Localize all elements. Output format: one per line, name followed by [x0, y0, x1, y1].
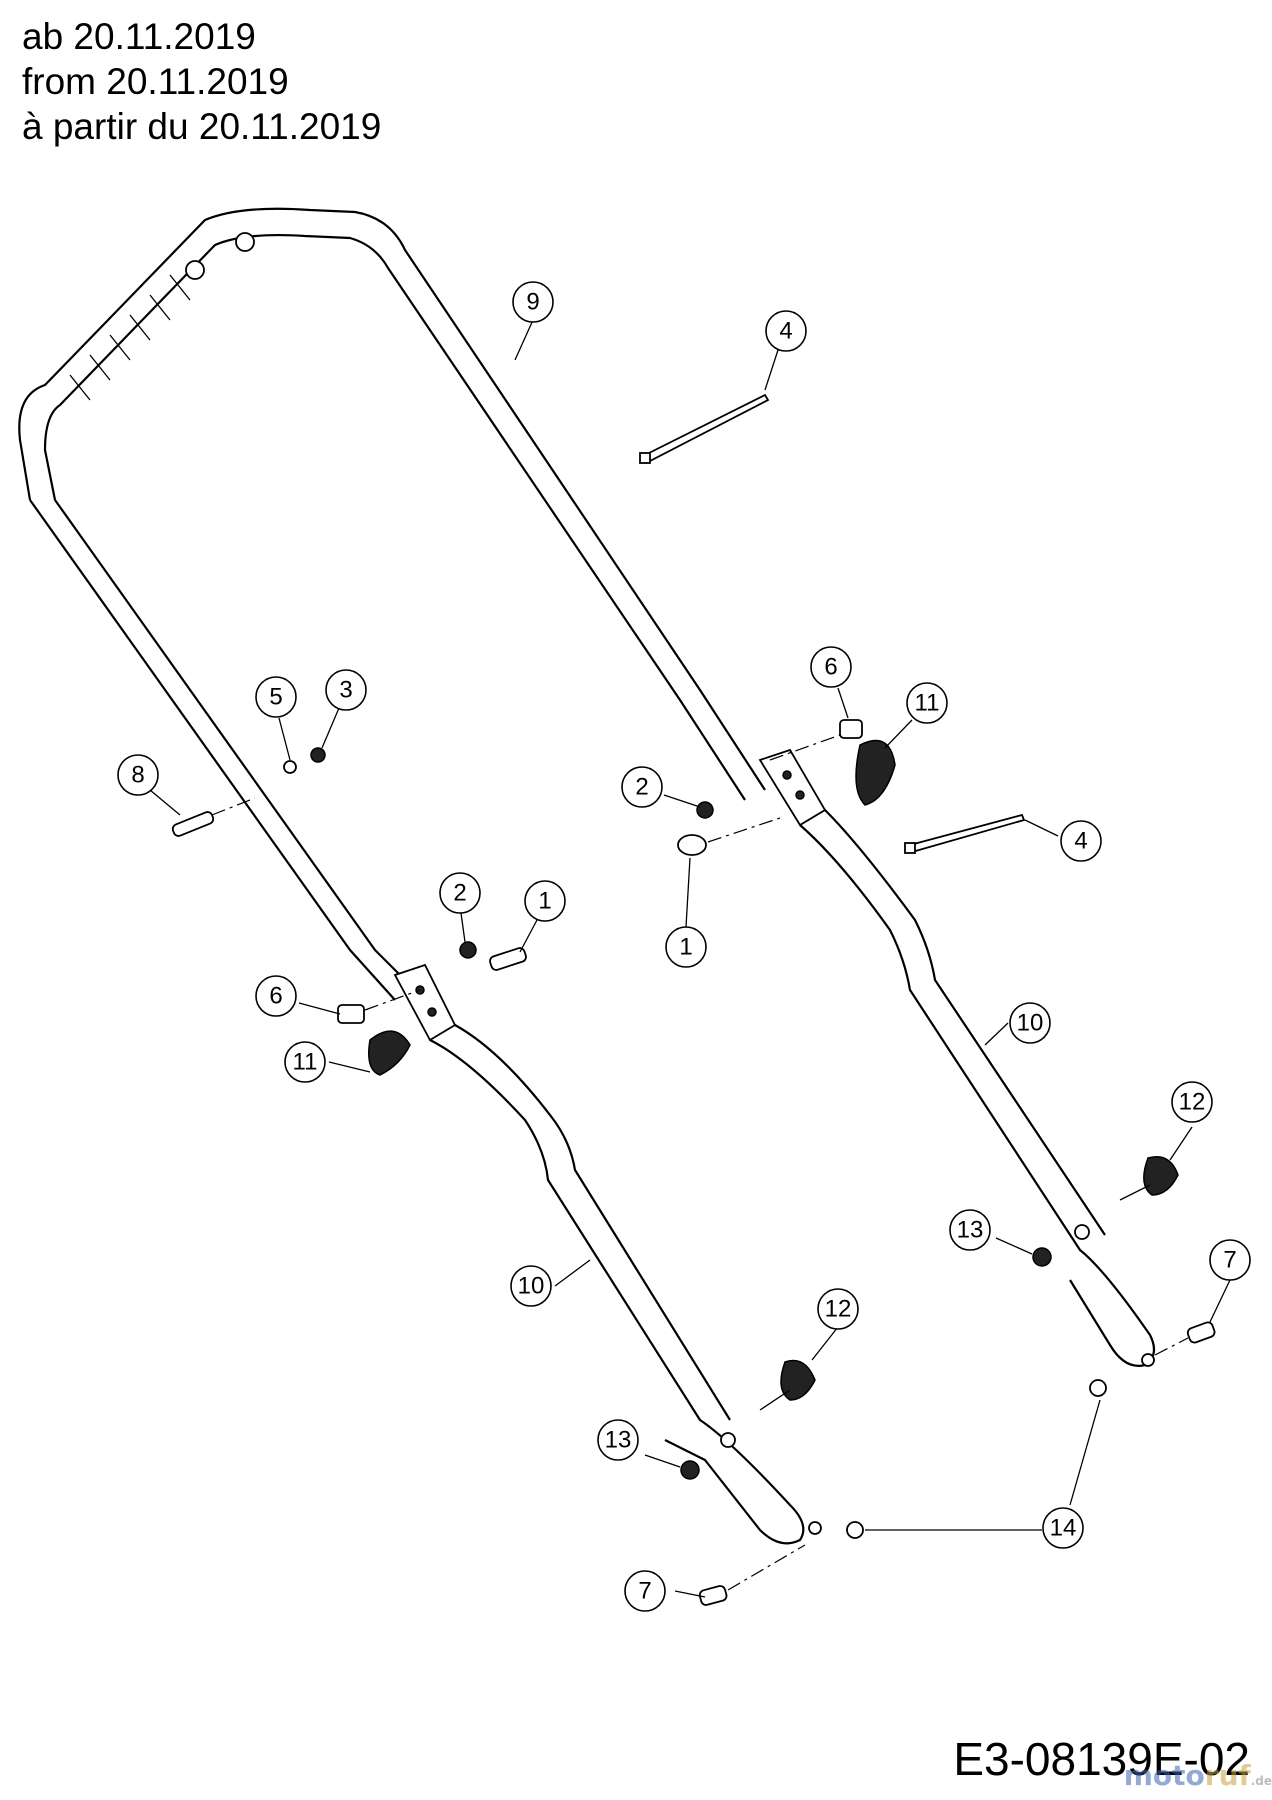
knob-screw-part-12-right: [1119, 1156, 1179, 1201]
svg-text:4: 4: [779, 318, 792, 345]
wing-knob-part-11-right: [855, 739, 896, 806]
cable-tie-upper-part-4: [639, 393, 770, 464]
hinge-plate-right: [758, 748, 827, 827]
svg-text:8: 8: [131, 762, 144, 789]
callout-1-right: 1: [665, 926, 707, 968]
svg-text:12: 12: [825, 1296, 852, 1323]
lower-handle-right-part-10: [799, 809, 1156, 1367]
callout-10-right: 10: [1009, 1002, 1051, 1044]
washer-part-14-right: [1089, 1379, 1107, 1397]
validity-date-de: ab 20.11.2019: [22, 16, 256, 57]
callout-5: 5: [255, 676, 297, 718]
callout-8: 8: [117, 754, 159, 796]
callout-6-left: 6: [255, 975, 297, 1017]
svg-text:11: 11: [293, 1049, 318, 1076]
svg-text:5: 5: [269, 684, 282, 711]
carriage-bolt-part-1-left: [489, 947, 527, 971]
svg-text:2: 2: [453, 880, 466, 907]
svg-text:10: 10: [518, 1273, 545, 1300]
nut-part-13-right: [1032, 1247, 1052, 1267]
validity-header: ab 20.11.2019 from 20.11.2019 à partir d…: [22, 14, 381, 149]
callout-9: 9: [512, 281, 554, 323]
callout-4-upper: 4: [765, 310, 807, 352]
svg-text:7: 7: [638, 1578, 651, 1605]
svg-text:11: 11: [915, 690, 940, 717]
bolt-part-6-right: [769, 719, 863, 761]
svg-text:10: 10: [1017, 1010, 1044, 1037]
callout-10-left: 10: [510, 1265, 552, 1307]
callout-4-lower: 4: [1060, 820, 1102, 862]
callout-13-left: 13: [597, 1419, 639, 1461]
callout-13-right: 13: [949, 1209, 991, 1251]
callout-2-left: 2: [439, 872, 481, 914]
svg-text:4: 4: [1074, 828, 1087, 855]
svg-text:14: 14: [1050, 1515, 1077, 1542]
wing-knob-part-11-left: [368, 1030, 411, 1076]
cable-tie-lower-part-4: [904, 813, 1026, 854]
callout-7-left: 7: [624, 1570, 666, 1612]
validity-date-fr: à partir du 20.11.2019: [22, 106, 382, 147]
upper-handle-part-9: [18, 207, 766, 1001]
svg-text:9: 9: [526, 289, 539, 316]
callout-11-right: 11: [906, 682, 948, 724]
hinge-plate-left: [393, 963, 457, 1042]
watermark-part2: ruf: [1204, 1759, 1251, 1792]
drawing-code: E3-08139E-02: [953, 1733, 1250, 1785]
watermark-suffix: .de: [1250, 1774, 1272, 1788]
nut-part-13-left: [680, 1460, 700, 1480]
callout-12-left: 12: [817, 1288, 859, 1330]
lower-handle-left-part-10: [429, 1024, 822, 1545]
callout-3: 3: [325, 669, 367, 711]
callout-11-left: 11: [284, 1041, 326, 1083]
svg-text:12: 12: [1179, 1089, 1206, 1116]
callout-6-right: 6: [810, 646, 852, 688]
svg-text:3: 3: [339, 677, 352, 704]
svg-text:2: 2: [635, 774, 648, 801]
washer-part-5: [283, 760, 297, 774]
callout-2-right: 2: [621, 766, 663, 808]
svg-text:6: 6: [269, 983, 282, 1010]
svg-text:6: 6: [824, 654, 837, 681]
callout-7-right: 7: [1209, 1239, 1251, 1281]
knob-screw-part-12-left: [759, 1359, 816, 1411]
leader-lines: [149, 319, 1231, 1598]
callout-1-left: 1: [524, 880, 566, 922]
watermark-logo: motoruf.de: [1124, 1759, 1272, 1792]
svg-text:1: 1: [679, 934, 692, 961]
screw-part-7-right: [1154, 1321, 1216, 1356]
screw-part-7-left: [698, 1544, 806, 1606]
nut-part-2-left: [459, 941, 477, 959]
validity-date-en: from 20.11.2019: [22, 61, 289, 102]
screw-part-8: [171, 797, 256, 837]
callout-14: 14: [1042, 1507, 1084, 1549]
svg-text:13: 13: [605, 1427, 632, 1454]
svg-text:13: 13: [957, 1217, 984, 1244]
carriage-bolt-part-1-right: [677, 817, 781, 856]
washer-part-14-left: [846, 1521, 864, 1539]
watermark-part1: moto: [1123, 1759, 1205, 1792]
svg-text:7: 7: [1223, 1247, 1236, 1274]
nut-part-3: [310, 747, 326, 763]
nut-part-2-right: [696, 801, 714, 819]
svg-text:1: 1: [538, 888, 551, 915]
callout-12-right: 12: [1171, 1081, 1213, 1123]
